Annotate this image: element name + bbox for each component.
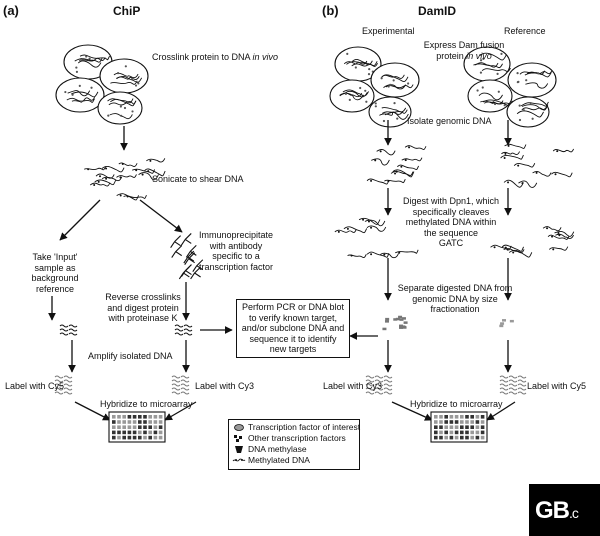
- logo-text: GB: [535, 497, 570, 524]
- step-separate: Separate digested DNA from genomic DNA b…: [397, 283, 513, 314]
- step-crosslink: Crosslink protein to DNA in vivo: [152, 52, 279, 62]
- microarrays: [108, 411, 488, 443]
- panel-a-label: (a): [3, 3, 19, 18]
- hybridize-a: Hybridize to microarray: [100, 399, 193, 409]
- panel-a-title: ChiP: [113, 4, 141, 18]
- verify-targets-box: Perform PCR or DNA blot to verify known …: [236, 299, 350, 358]
- hybridize-b: Hybridize to microarray: [410, 399, 503, 409]
- nucleus: [507, 62, 557, 98]
- cy5-labeled-dna-a: [54, 375, 73, 395]
- ip-dna-fragments: [174, 324, 193, 336]
- experimental-label: Experimental: [362, 26, 415, 36]
- cy3-labeled-dna-b: [365, 375, 393, 395]
- input-dna-fragments: [59, 324, 78, 336]
- logo-suffix: .c: [569, 505, 579, 521]
- arrow-to-ip: [139, 199, 183, 233]
- cell-groups: [55, 44, 575, 280]
- reference-label: Reference: [504, 26, 546, 36]
- sheared-chromatin: [83, 158, 166, 201]
- label-cy3-a: Label with Cy3: [195, 381, 255, 391]
- step-isolate-dna: Isolate genomic DNA: [407, 116, 492, 126]
- arrow-to-array-a2: [164, 401, 197, 421]
- size-fractionated-fragments: [382, 315, 514, 331]
- nucleus: [99, 58, 149, 94]
- step-amplify: Amplify isolated DNA: [88, 351, 173, 361]
- arrow-to-array-b2: [486, 401, 516, 421]
- journal-logo: GB.c: [529, 484, 600, 536]
- nucleus: [329, 79, 375, 113]
- label-cy5-a: Label with Cy5: [5, 381, 65, 391]
- arrow-to-input: [59, 199, 101, 241]
- other-factors-icon: [234, 435, 242, 442]
- panel-b-label: (b): [322, 3, 339, 18]
- step-input: Take 'Input' sample as background refere…: [31, 252, 79, 294]
- step-reverse-crosslinks: Reverse crosslinks and digest protein wi…: [105, 292, 181, 323]
- cy3-labeled-dna-a: [171, 375, 190, 395]
- label-cy5-b: Label with Cy5: [527, 381, 587, 391]
- step-sonicate: Sonicate to shear DNA: [152, 174, 244, 184]
- label-cy3-b: Label with Cy3: [323, 381, 383, 391]
- flow-arrows: [48, 120, 516, 421]
- panel-b-title: DamID: [418, 4, 457, 18]
- genomic-dna-experimental: [366, 145, 427, 185]
- step-digest: Digest with Dpn1, which specifically cle…: [402, 196, 500, 248]
- cy5-labeled-dna-b: [499, 375, 527, 395]
- genomic-dna-reference: [500, 143, 574, 188]
- transcription-factor-icon: [234, 424, 244, 431]
- nucleus: [463, 46, 511, 82]
- immunoprecipitate-cluster: [170, 233, 204, 280]
- nucleus: [368, 96, 412, 128]
- nucleus: [97, 91, 143, 125]
- step-express-dam: Express Dam fusion protein in vivo: [423, 40, 505, 61]
- arrow-to-array-a1: [74, 401, 111, 421]
- nucleus: [467, 79, 514, 113]
- digested-dna-reference: [490, 226, 575, 258]
- nucleus: [55, 77, 105, 113]
- legend: Transcription factor of interest Other t…: [228, 419, 360, 470]
- dna-methylase-icon: [235, 446, 243, 453]
- arrow-to-array-b1: [391, 401, 433, 421]
- nucleus: [506, 96, 550, 128]
- step-immunoprecipitate: Immunoprecipitate with antibody specific…: [198, 230, 274, 272]
- microarray-a: [108, 411, 166, 443]
- digested-dna-experimental: [334, 217, 419, 259]
- microarray-b: [430, 411, 488, 443]
- methylated-dna-icon: [232, 458, 246, 462]
- dna-fragment-groups: [54, 315, 527, 395]
- nucleus: [370, 62, 420, 98]
